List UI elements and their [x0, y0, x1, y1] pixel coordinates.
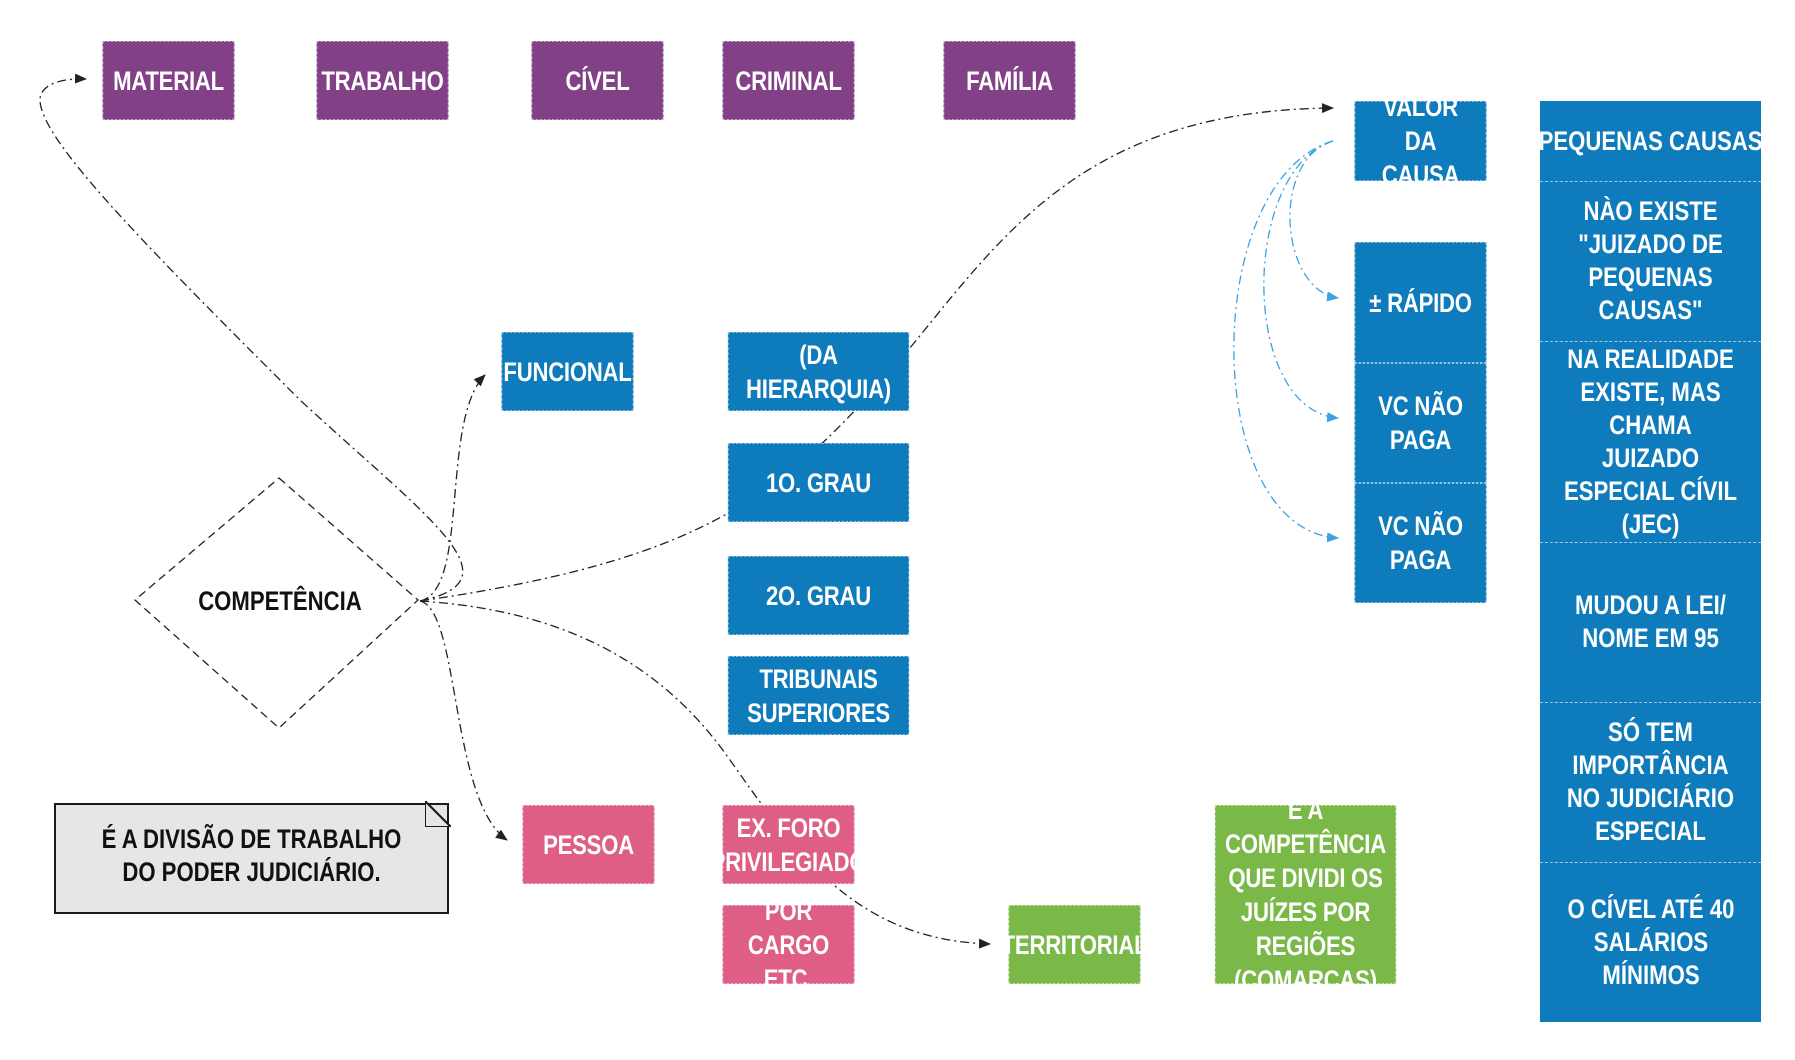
material-familia: FAMÍLIA	[943, 41, 1076, 120]
territorial-note: É A COMPETÊNCIA QUE DIVIDI OS JUÍZES POR…	[1214, 795, 1397, 995]
competencia-diamond	[134, 477, 419, 729]
pequenas-causas-item-4: MUDOU A LEI/ NOME EM 95	[1575, 590, 1726, 653]
definition-note: É A DIVISÃO DE TRABALHO DO PODER JUDICIÁ…	[54, 803, 449, 914]
definition-note-text: É A DIVISÃO DE TRABALHO DO PODER JUDICIÁ…	[101, 824, 402, 887]
material-civel: CÍVEL	[531, 41, 664, 120]
link-to-material	[39, 73, 464, 602]
pessoa-item-foro-privilegiado: EX. FORO PRIVILEGIADO	[711, 805, 867, 884]
funcional-item-hierarquia: (DA HIERARQUIA)	[727, 332, 910, 411]
note-fold-corner	[425, 801, 451, 827]
valor-item-vc-nao-paga-2: VC NÃO PAGA	[1354, 483, 1487, 603]
valor-item-rapido: ± RÁPIDO	[1354, 242, 1487, 363]
competencia-label: COMPETÊNCIA	[198, 586, 362, 616]
link-to-rapido	[1289, 140, 1339, 302]
pequenas-causas-item-2: NÀO EXISTE "JUIZADO DE PEQUENAS CAUSAS"	[1578, 196, 1723, 325]
material-trabalho: TRABALHO	[316, 41, 449, 120]
link-to-vc-nao-paga-2	[1233, 140, 1339, 543]
funcional-item-2o-grau: 2O. GRAU	[727, 556, 910, 635]
funcional-item-1o-grau: 1O. GRAU	[727, 443, 910, 522]
funcional-node: FUNCIONAL	[501, 332, 634, 411]
material-material: MATERIAL	[102, 41, 235, 120]
valor-item-vc-nao-paga-1: VC NÃO PAGA	[1354, 363, 1487, 483]
pequenas-causas-item-5: SÓ TEM IMPORTÂNCIA NO JUDICIÁRIO ESPECIA…	[1566, 717, 1735, 846]
pequenas-causas-column	[1540, 101, 1761, 1022]
pequenas-causas-item-6: O CÍVEL ATÉ 40 SALÁRIOS MÍNIMOS	[1567, 893, 1734, 990]
funcional-item-tribunais-superiores: TRIBUNAIS SUPERIORES	[727, 656, 910, 735]
link-to-vc-nao-paga-1	[1263, 140, 1339, 423]
pessoa-node: PESSOA	[522, 805, 655, 884]
link-to-funcional	[419, 374, 486, 602]
material-criminal: CRIMINAL	[722, 41, 855, 120]
pequenas-causas-item-3: NA REALIDADE EXISTE, MAS CHAMA JUIZADO E…	[1563, 343, 1738, 539]
territorial-node: TERRITORIAL	[1002, 905, 1148, 984]
valor-da-causa-node: VALOR DA CAUSA	[1354, 92, 1487, 190]
pequenas-causas-item-1: PEQUENAS CAUSAS	[1538, 125, 1763, 156]
link-to-pessoa	[419, 600, 508, 841]
link-to-territorial	[419, 600, 991, 949]
pessoa-item-por-cargo: POR CARGO ETC.	[722, 896, 855, 994]
